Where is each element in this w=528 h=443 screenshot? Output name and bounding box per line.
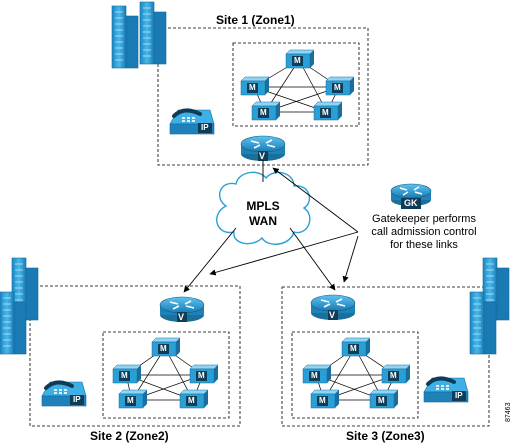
cm-badge: M bbox=[322, 108, 329, 117]
wan-label: WAN bbox=[249, 214, 277, 228]
site-2-title: Site 2 (Zone2) bbox=[90, 429, 169, 443]
site-2 bbox=[0, 257, 241, 427]
wan-links bbox=[183, 160, 359, 293]
mpls-wan-cloud bbox=[216, 171, 311, 245]
building-icon bbox=[139, 1, 167, 65]
cm-badge: M bbox=[319, 396, 326, 405]
gatekeeper-badge: GK bbox=[404, 198, 418, 208]
link-site2 bbox=[183, 227, 237, 293]
cm-badge: M bbox=[311, 371, 318, 380]
site-3-title: Site 3 (Zone3) bbox=[346, 429, 425, 443]
gk-pointer-site2 bbox=[209, 231, 359, 276]
gatekeeper-note-line3: for these links bbox=[390, 239, 458, 251]
router-badge: V bbox=[329, 310, 336, 320]
router-badge: V bbox=[178, 312, 185, 322]
cm-badge: M bbox=[127, 396, 134, 405]
mpls-wan-label: MPLS WAN bbox=[240, 199, 286, 229]
ip-phone-badge: IP bbox=[455, 391, 463, 400]
building-icon bbox=[111, 5, 139, 69]
site-1-title: Site 1 (Zone1) bbox=[216, 13, 295, 27]
ip-phone-badge: IP bbox=[73, 395, 81, 404]
link-site3 bbox=[289, 227, 336, 291]
site-3-boundary bbox=[281, 286, 490, 427]
cm-badge: M bbox=[160, 344, 167, 353]
cm-badge: M bbox=[260, 108, 267, 117]
site-3 bbox=[281, 257, 510, 427]
gatekeeper-icon bbox=[390, 183, 432, 209]
cm-badge: M bbox=[378, 396, 385, 405]
cm-badge: M bbox=[121, 371, 128, 380]
gatekeeper-note: Gatekeeper performs call admission contr… bbox=[354, 213, 494, 252]
figure-id: 87463 bbox=[505, 402, 512, 422]
gk-pointer-site3 bbox=[342, 235, 359, 283]
cm-badge: M bbox=[390, 371, 397, 380]
ip-phone-badge: IP bbox=[201, 123, 209, 132]
cm-badge: M bbox=[334, 83, 341, 92]
cm-badge: M bbox=[350, 344, 357, 353]
cluster-boundary bbox=[291, 331, 419, 419]
cm-badge: M bbox=[249, 83, 256, 92]
gatekeeper-note-line1: Gatekeeper performs bbox=[372, 213, 476, 225]
site-2-boundary bbox=[29, 285, 241, 427]
gatekeeper-note-line2: call admission control bbox=[371, 226, 477, 238]
gk-pointer-site1 bbox=[272, 167, 359, 233]
cluster-boundary bbox=[102, 331, 230, 419]
cm-badge: M bbox=[198, 371, 205, 380]
mpls-label: MPLS bbox=[246, 199, 280, 213]
router-badge: V bbox=[259, 151, 266, 161]
cm-badge: M bbox=[294, 56, 301, 65]
cm-badge: M bbox=[188, 396, 195, 405]
cluster-boundary bbox=[232, 42, 360, 127]
